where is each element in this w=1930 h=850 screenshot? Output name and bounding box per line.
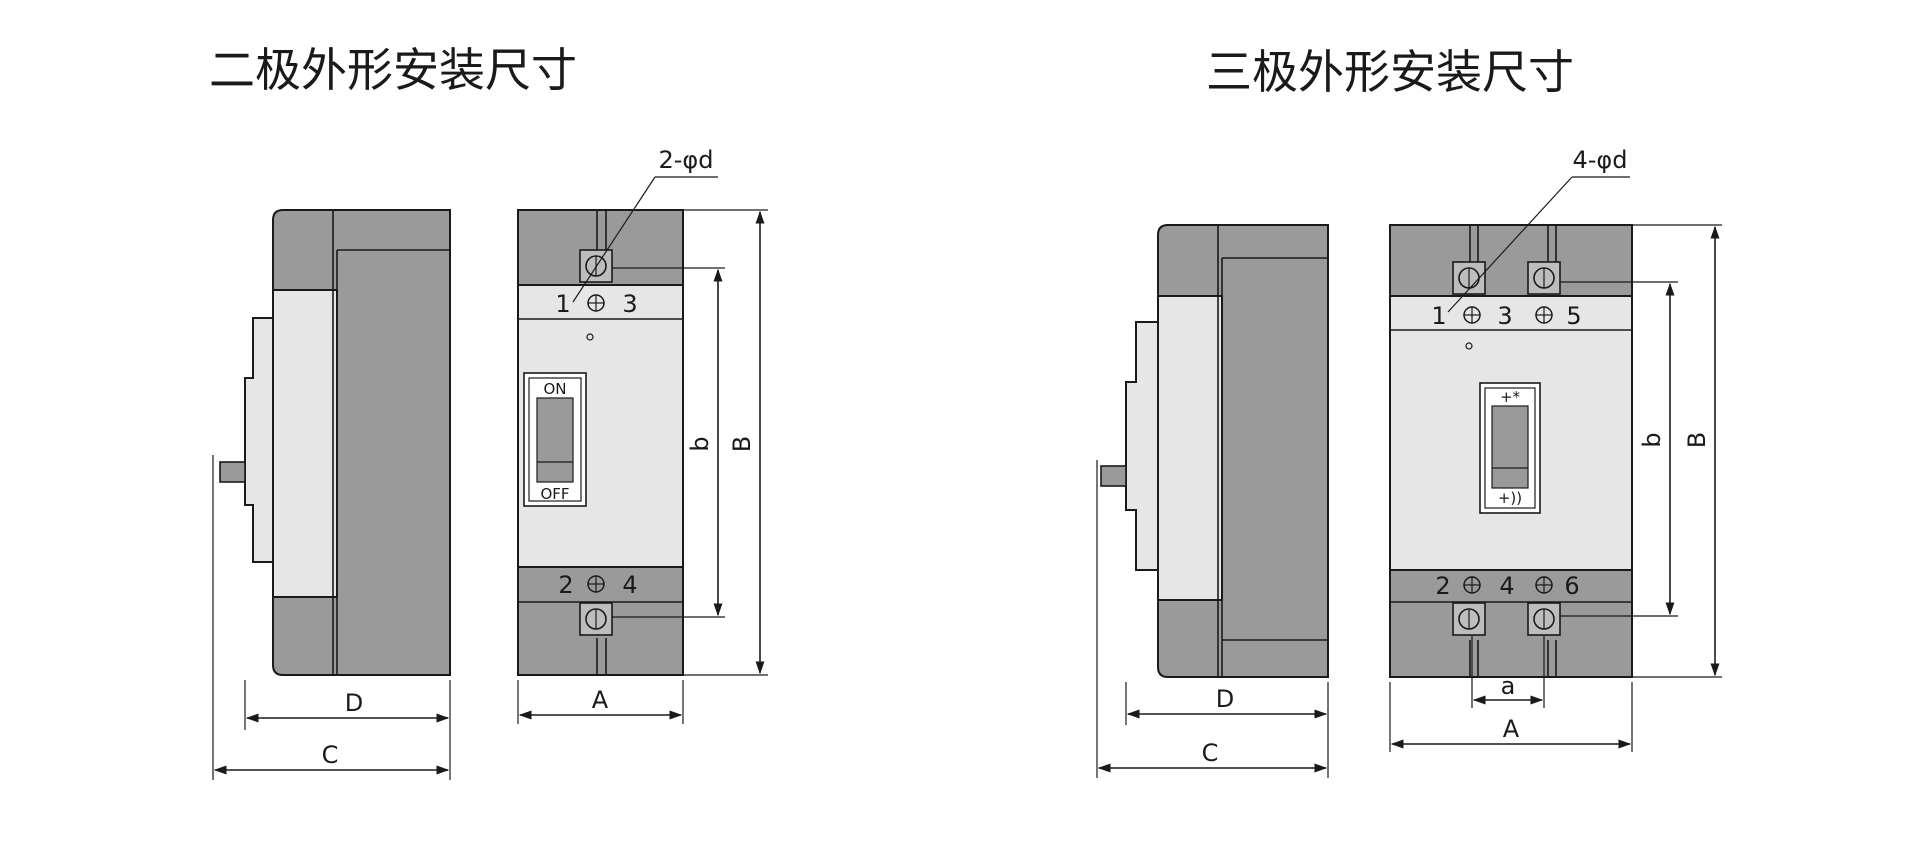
terminal-6: 6	[1564, 572, 1579, 600]
switch-on-label: ON	[543, 380, 566, 398]
switch-top-symbol: +*	[1500, 388, 1521, 406]
terminal-2: 2	[558, 571, 573, 599]
dim-A-two-pole: A	[592, 686, 609, 714]
dim-A-three-pole: A	[1503, 715, 1520, 743]
terminal-3: 3	[622, 290, 637, 318]
terminal-1: 1	[555, 290, 570, 318]
dim-B-two-pole: B	[728, 436, 756, 452]
hole-callout-three-pole: 4-φd	[1573, 146, 1628, 174]
dim-b-three-pole: b	[1638, 432, 1666, 447]
terminal-3: 3	[1497, 302, 1512, 330]
terminal-2: 2	[1435, 572, 1450, 600]
switch-off-label: OFF	[540, 485, 569, 503]
title-two-pole: 二极外形安装尺寸	[209, 43, 577, 97]
hole-callout-two-pole: 2-φd	[659, 146, 714, 174]
terminal-4: 4	[1499, 572, 1514, 600]
dim-a-three-pole: a	[1501, 672, 1516, 700]
two-pole-side-view: D C	[212, 209, 451, 780]
dim-C-three-pole: C	[1202, 739, 1219, 767]
dim-C-two-pole: C	[322, 741, 339, 769]
title-three-pole: 三极外形安装尺寸	[1206, 45, 1574, 99]
terminal-1: 1	[1431, 302, 1446, 330]
dim-B-three-pole: B	[1683, 432, 1711, 448]
terminal-4: 4	[622, 571, 637, 599]
two-pole-front-view: 1 3 2 4 ON OFF B b A 2-φd	[517, 146, 768, 724]
switch-bottom-symbol: +))	[1498, 489, 1522, 507]
three-pole-side-view: D C	[1096, 224, 1329, 778]
three-pole-front-view: 1 3 5 2 4 6 +* +)) B b a	[1389, 146, 1722, 752]
dim-D-three-pole: D	[1216, 685, 1234, 713]
dim-b-two-pole: b	[686, 436, 714, 451]
terminal-5: 5	[1566, 302, 1581, 330]
dim-D-two-pole: D	[345, 689, 363, 717]
